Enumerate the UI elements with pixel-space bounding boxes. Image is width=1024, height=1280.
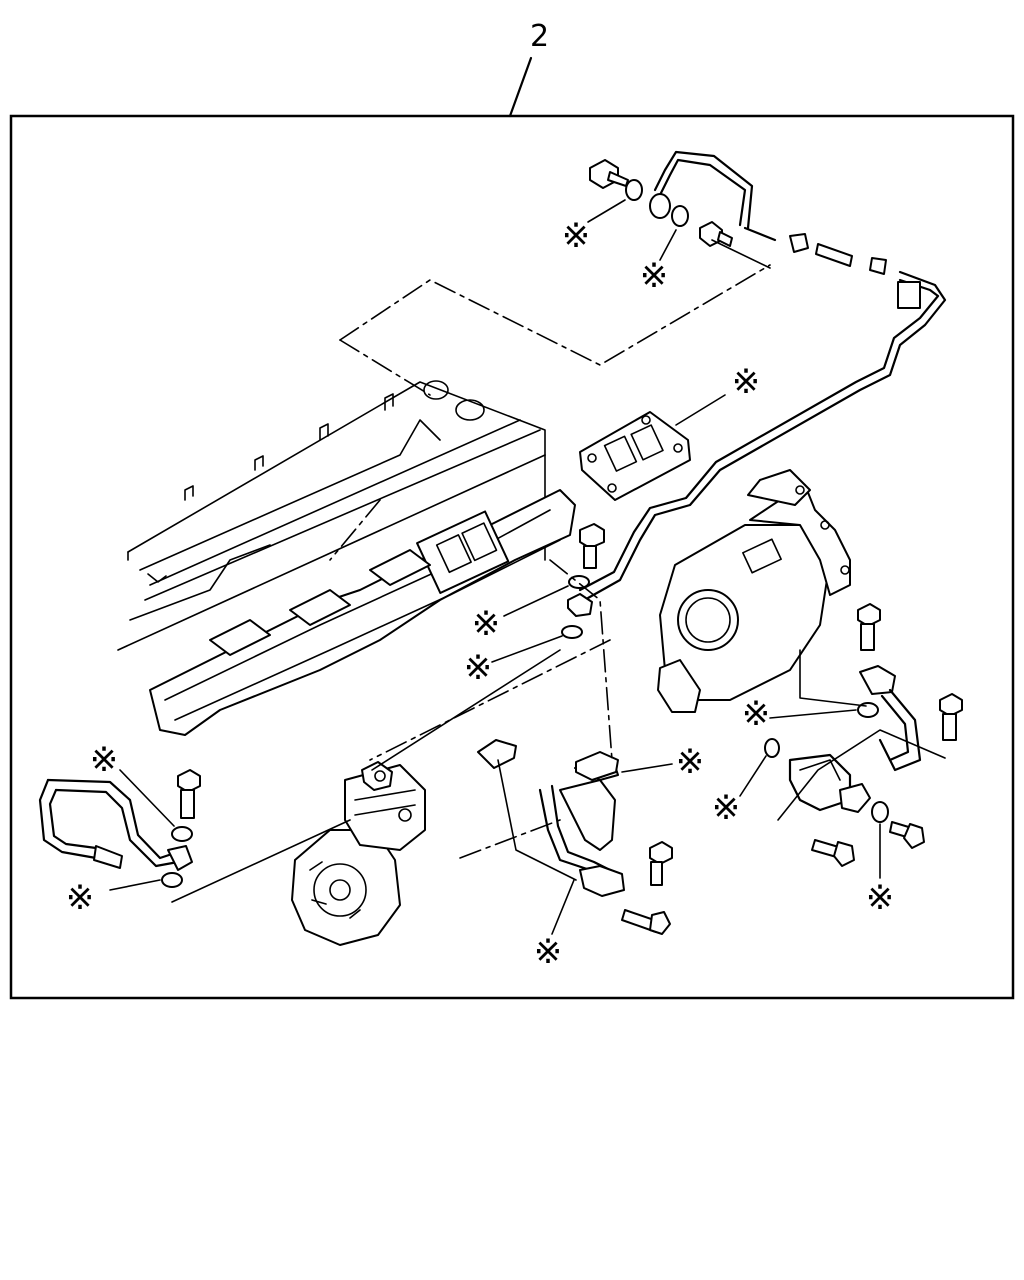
marker-3: ※ xyxy=(732,362,761,402)
oil-return-hose xyxy=(538,759,625,897)
reference-line-block xyxy=(329,499,381,561)
banjo-eye-top xyxy=(649,193,671,219)
leader-marker-10 xyxy=(119,769,175,827)
bolt-manifold xyxy=(579,523,605,569)
diagram-frame xyxy=(9,114,1015,1000)
bolt-turbo-upper xyxy=(857,603,881,651)
washer-bottom-right xyxy=(871,801,889,823)
leader-top-right xyxy=(711,239,771,269)
marker-2: ※ xyxy=(640,256,669,296)
leader-marker-1 xyxy=(587,199,626,223)
washer-left-1 xyxy=(171,826,193,842)
pipe-clip xyxy=(897,281,921,309)
leader-marker-4 xyxy=(503,585,569,617)
marker-10: ※ xyxy=(90,740,119,780)
exhaust-manifold xyxy=(149,489,576,736)
reference-line-upper-2 xyxy=(339,339,431,396)
reference-line-mid xyxy=(549,559,613,761)
bolt-right-vertical xyxy=(939,693,963,741)
item-leader-line xyxy=(508,56,533,118)
marker-12: ※ xyxy=(534,932,563,972)
connection-line-right xyxy=(777,729,946,821)
washer-manifold-2 xyxy=(561,625,583,639)
washer-top-2 xyxy=(671,205,689,227)
connection-line-turbo xyxy=(799,649,867,707)
connection-line-gasket xyxy=(497,759,577,881)
bolt-left-vertical xyxy=(177,769,201,819)
reference-line-compressor xyxy=(459,819,561,859)
marker-9: ※ xyxy=(866,878,895,918)
banjo-bolt-top xyxy=(589,159,629,189)
leader-marker-7 xyxy=(621,763,673,773)
marker-1: ※ xyxy=(562,216,591,256)
bolt-bottom-center xyxy=(621,909,671,935)
union-fitting-top xyxy=(699,221,733,247)
air-compressor xyxy=(291,761,426,946)
leader-marker-5 xyxy=(491,635,563,663)
hose-connector-top xyxy=(789,233,887,275)
washer-top-1 xyxy=(625,179,643,201)
gasket-compressor xyxy=(477,739,517,769)
bolt-oil-return xyxy=(649,841,673,886)
marker-6: ※ xyxy=(742,694,771,734)
connection-line-compressor xyxy=(371,649,561,771)
reference-line-upper xyxy=(339,264,771,366)
gasket-return xyxy=(575,751,619,781)
washer-left-2 xyxy=(161,872,183,888)
bolt-bottom-right-2 xyxy=(889,821,925,849)
washer-oil-return xyxy=(764,738,780,758)
oil-return-pipe xyxy=(788,665,922,813)
marker-4: ※ xyxy=(472,604,501,644)
leader-marker-3 xyxy=(675,394,726,426)
turbo-gasket xyxy=(579,411,691,501)
oil-feed-pipe xyxy=(578,150,947,600)
bolt-bottom-right-1 xyxy=(811,839,855,867)
marker-7: ※ xyxy=(676,742,705,782)
oil-line-left xyxy=(38,778,193,871)
washer-turbo xyxy=(857,702,879,718)
reference-line-diag xyxy=(369,639,611,761)
leader-marker-12 xyxy=(551,879,575,935)
marker-8: ※ xyxy=(712,788,741,828)
turbocharger xyxy=(657,469,851,713)
connection-line-left xyxy=(171,819,351,903)
leader-marker-8 xyxy=(739,755,767,797)
marker-5: ※ xyxy=(464,648,493,688)
leader-marker-6 xyxy=(769,709,857,719)
union-nut-manifold xyxy=(567,593,593,617)
marker-11: ※ xyxy=(66,878,95,918)
leader-marker-11 xyxy=(109,879,161,891)
item-number-label: 2 xyxy=(530,19,549,54)
leader-marker-2 xyxy=(659,229,677,261)
